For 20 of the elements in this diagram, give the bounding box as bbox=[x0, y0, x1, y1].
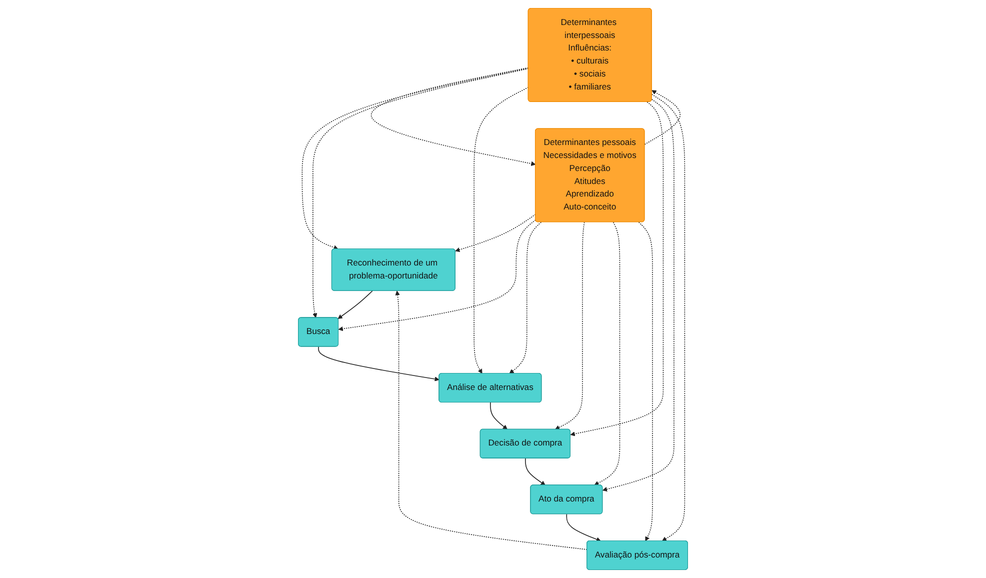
arrow bbox=[524, 458, 546, 486]
arrow bbox=[644, 90, 680, 145]
arrow bbox=[554, 222, 585, 430]
arrow bbox=[395, 290, 588, 550]
arrow bbox=[474, 86, 529, 374]
arrow bbox=[318, 346, 440, 382]
arrow bbox=[490, 402, 508, 430]
arrow bbox=[302, 68, 529, 250]
arrow bbox=[570, 102, 664, 436]
arrow bbox=[638, 222, 653, 542]
arrow bbox=[455, 214, 536, 252]
arrow bbox=[370, 67, 536, 166]
arrow bbox=[338, 220, 536, 332]
arrow bbox=[602, 98, 674, 492]
arrow bbox=[312, 68, 529, 318]
arrow bbox=[651, 94, 686, 542]
arrow bbox=[594, 222, 620, 486]
arrow bbox=[338, 290, 373, 319]
arrow bbox=[509, 222, 542, 374]
arrow bbox=[566, 514, 601, 542]
